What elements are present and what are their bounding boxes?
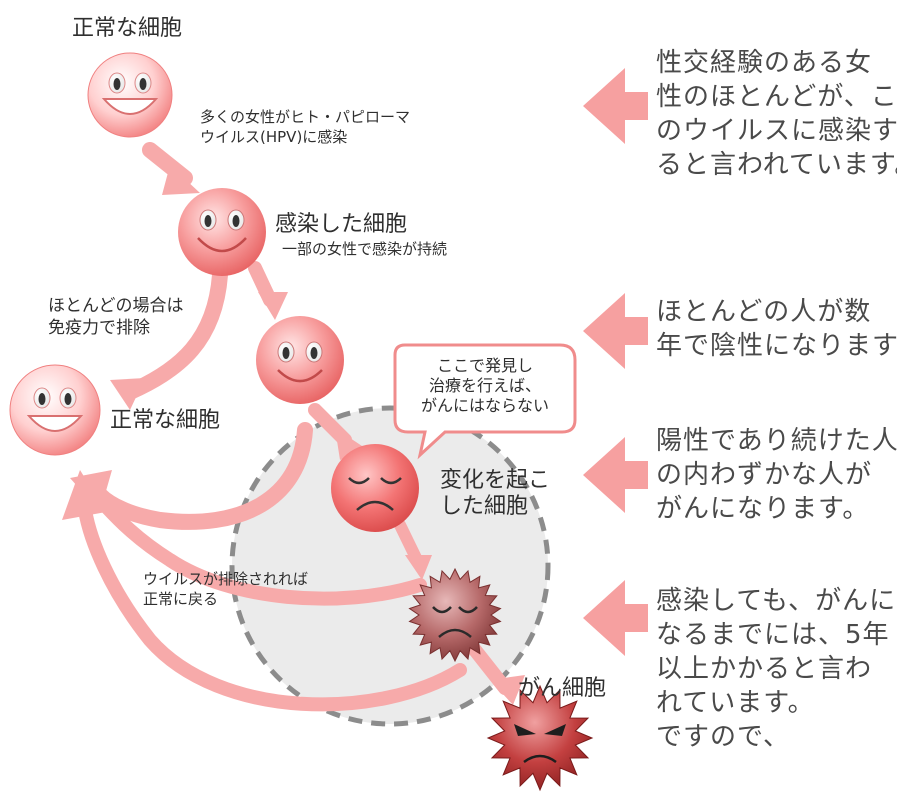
right-arrow-2 — [583, 293, 648, 369]
return-arrow-inner — [92, 422, 313, 530]
right-text-3-line-3: がんになります。 — [656, 494, 870, 524]
label-changed-cell-1: 変化を起こ — [440, 468, 551, 493]
bubble-line-2: 治療を行えば、 — [428, 376, 541, 395]
right-arrow-4 — [583, 580, 648, 656]
right-arrow-3 — [583, 437, 648, 513]
right-text-1-line-2: 性のほとんどが、こ — [656, 82, 897, 112]
right-arrow-1 — [583, 68, 648, 144]
label-virus-removed-2: 正常に戻る — [143, 590, 219, 608]
right-text-1-line-4: ると言われています。 — [656, 150, 897, 180]
arrow-normal-to-infected-head — [162, 165, 200, 195]
label-hpv-note-2: ウイルス(HPV)に感染 — [200, 128, 348, 146]
right-text-4-line-4: れています。 — [656, 688, 815, 718]
right-text-3-line-1: 陽性であり続けた人 — [656, 426, 897, 456]
arrow-infected-to-cell-head — [258, 292, 288, 320]
return-arrow-outer-head — [62, 470, 106, 520]
right-text-block-4: 感染しても、がんに なるまでには、5年 以上かかると言わ れています。 ですので… — [656, 584, 896, 754]
progressing-cell — [256, 316, 344, 404]
bubble-line-1: ここで発見し — [436, 356, 533, 375]
label-virus-removed-1: ウイルスが排除されれば — [143, 570, 309, 588]
right-text-3-line-2: の内わずかな人が — [656, 460, 873, 490]
dark-spiky-cell — [408, 567, 502, 663]
bubble-text: ここで発見し 治療を行えば、 がんにはならない — [400, 356, 570, 416]
bubble-line-3: がんにはならない — [420, 396, 549, 415]
right-text-4-line-5: ですので、 — [656, 722, 790, 752]
right-text-1-line-3: のウイルスに感染す — [656, 116, 897, 146]
return-arrow-inner-head — [70, 470, 112, 512]
label-immunity-note-1: ほとんどの場合は — [48, 296, 184, 316]
normal-cell-top — [87, 52, 173, 138]
right-text-block-2: ほとんどの人が数 年で陰性になります。 — [656, 295, 897, 363]
changed-cell — [331, 444, 419, 532]
return-arrow-outer — [78, 503, 467, 712]
arrow-changed-to-dark-head — [405, 555, 432, 580]
arrow-cell-to-changed-head — [335, 428, 365, 460]
label-infected-cell: 感染した細胞 — [275, 212, 408, 237]
label-immunity-note-2: 免疫力で排除 — [48, 318, 150, 338]
label-normal-cell-top: 正常な細胞 — [72, 16, 183, 41]
right-text-4-line-3: 以上かかると言わ — [656, 654, 873, 684]
right-text-block-3: 陽性であり続けた人 の内わずかな人が がんになります。 — [656, 424, 897, 526]
right-text-1-line-1: 性交経験のある女 — [656, 48, 873, 78]
normal-cell-left — [9, 364, 101, 456]
label-changed-cell-2: した細胞 — [440, 494, 529, 519]
arrow-normal-to-infected — [142, 142, 193, 186]
arrow-immunity — [122, 267, 228, 400]
right-text-2-line-1: ほとんどの人が数 — [656, 297, 872, 327]
arrow-dark-to-cancer-head — [490, 675, 525, 705]
infected-cell — [178, 188, 266, 276]
label-persistent-note: 一部の女性で感染が持続 — [282, 240, 448, 258]
right-text-block-1: 性交経験のある女 性のほとんどが、こ のウイルスに感染す ると言われています。 — [656, 46, 897, 182]
label-normal-cell-left: 正常な細胞 — [110, 408, 221, 433]
right-text-4-line-1: 感染しても、がんに — [656, 586, 897, 616]
cancer-cell — [486, 684, 594, 792]
return-arrow-mid — [93, 493, 427, 606]
right-text-2-line-2: 年で陰性になります。 — [656, 331, 897, 361]
right-text-4-line-2: なるまでには、5年 — [656, 620, 890, 650]
speech-bubble — [393, 343, 577, 460]
label-hpv-note-1: 多くの女性がヒト・パピローマ — [200, 108, 411, 126]
arrow-immunity-head — [110, 378, 145, 410]
label-cancer-cell: がん細胞 — [518, 676, 607, 701]
